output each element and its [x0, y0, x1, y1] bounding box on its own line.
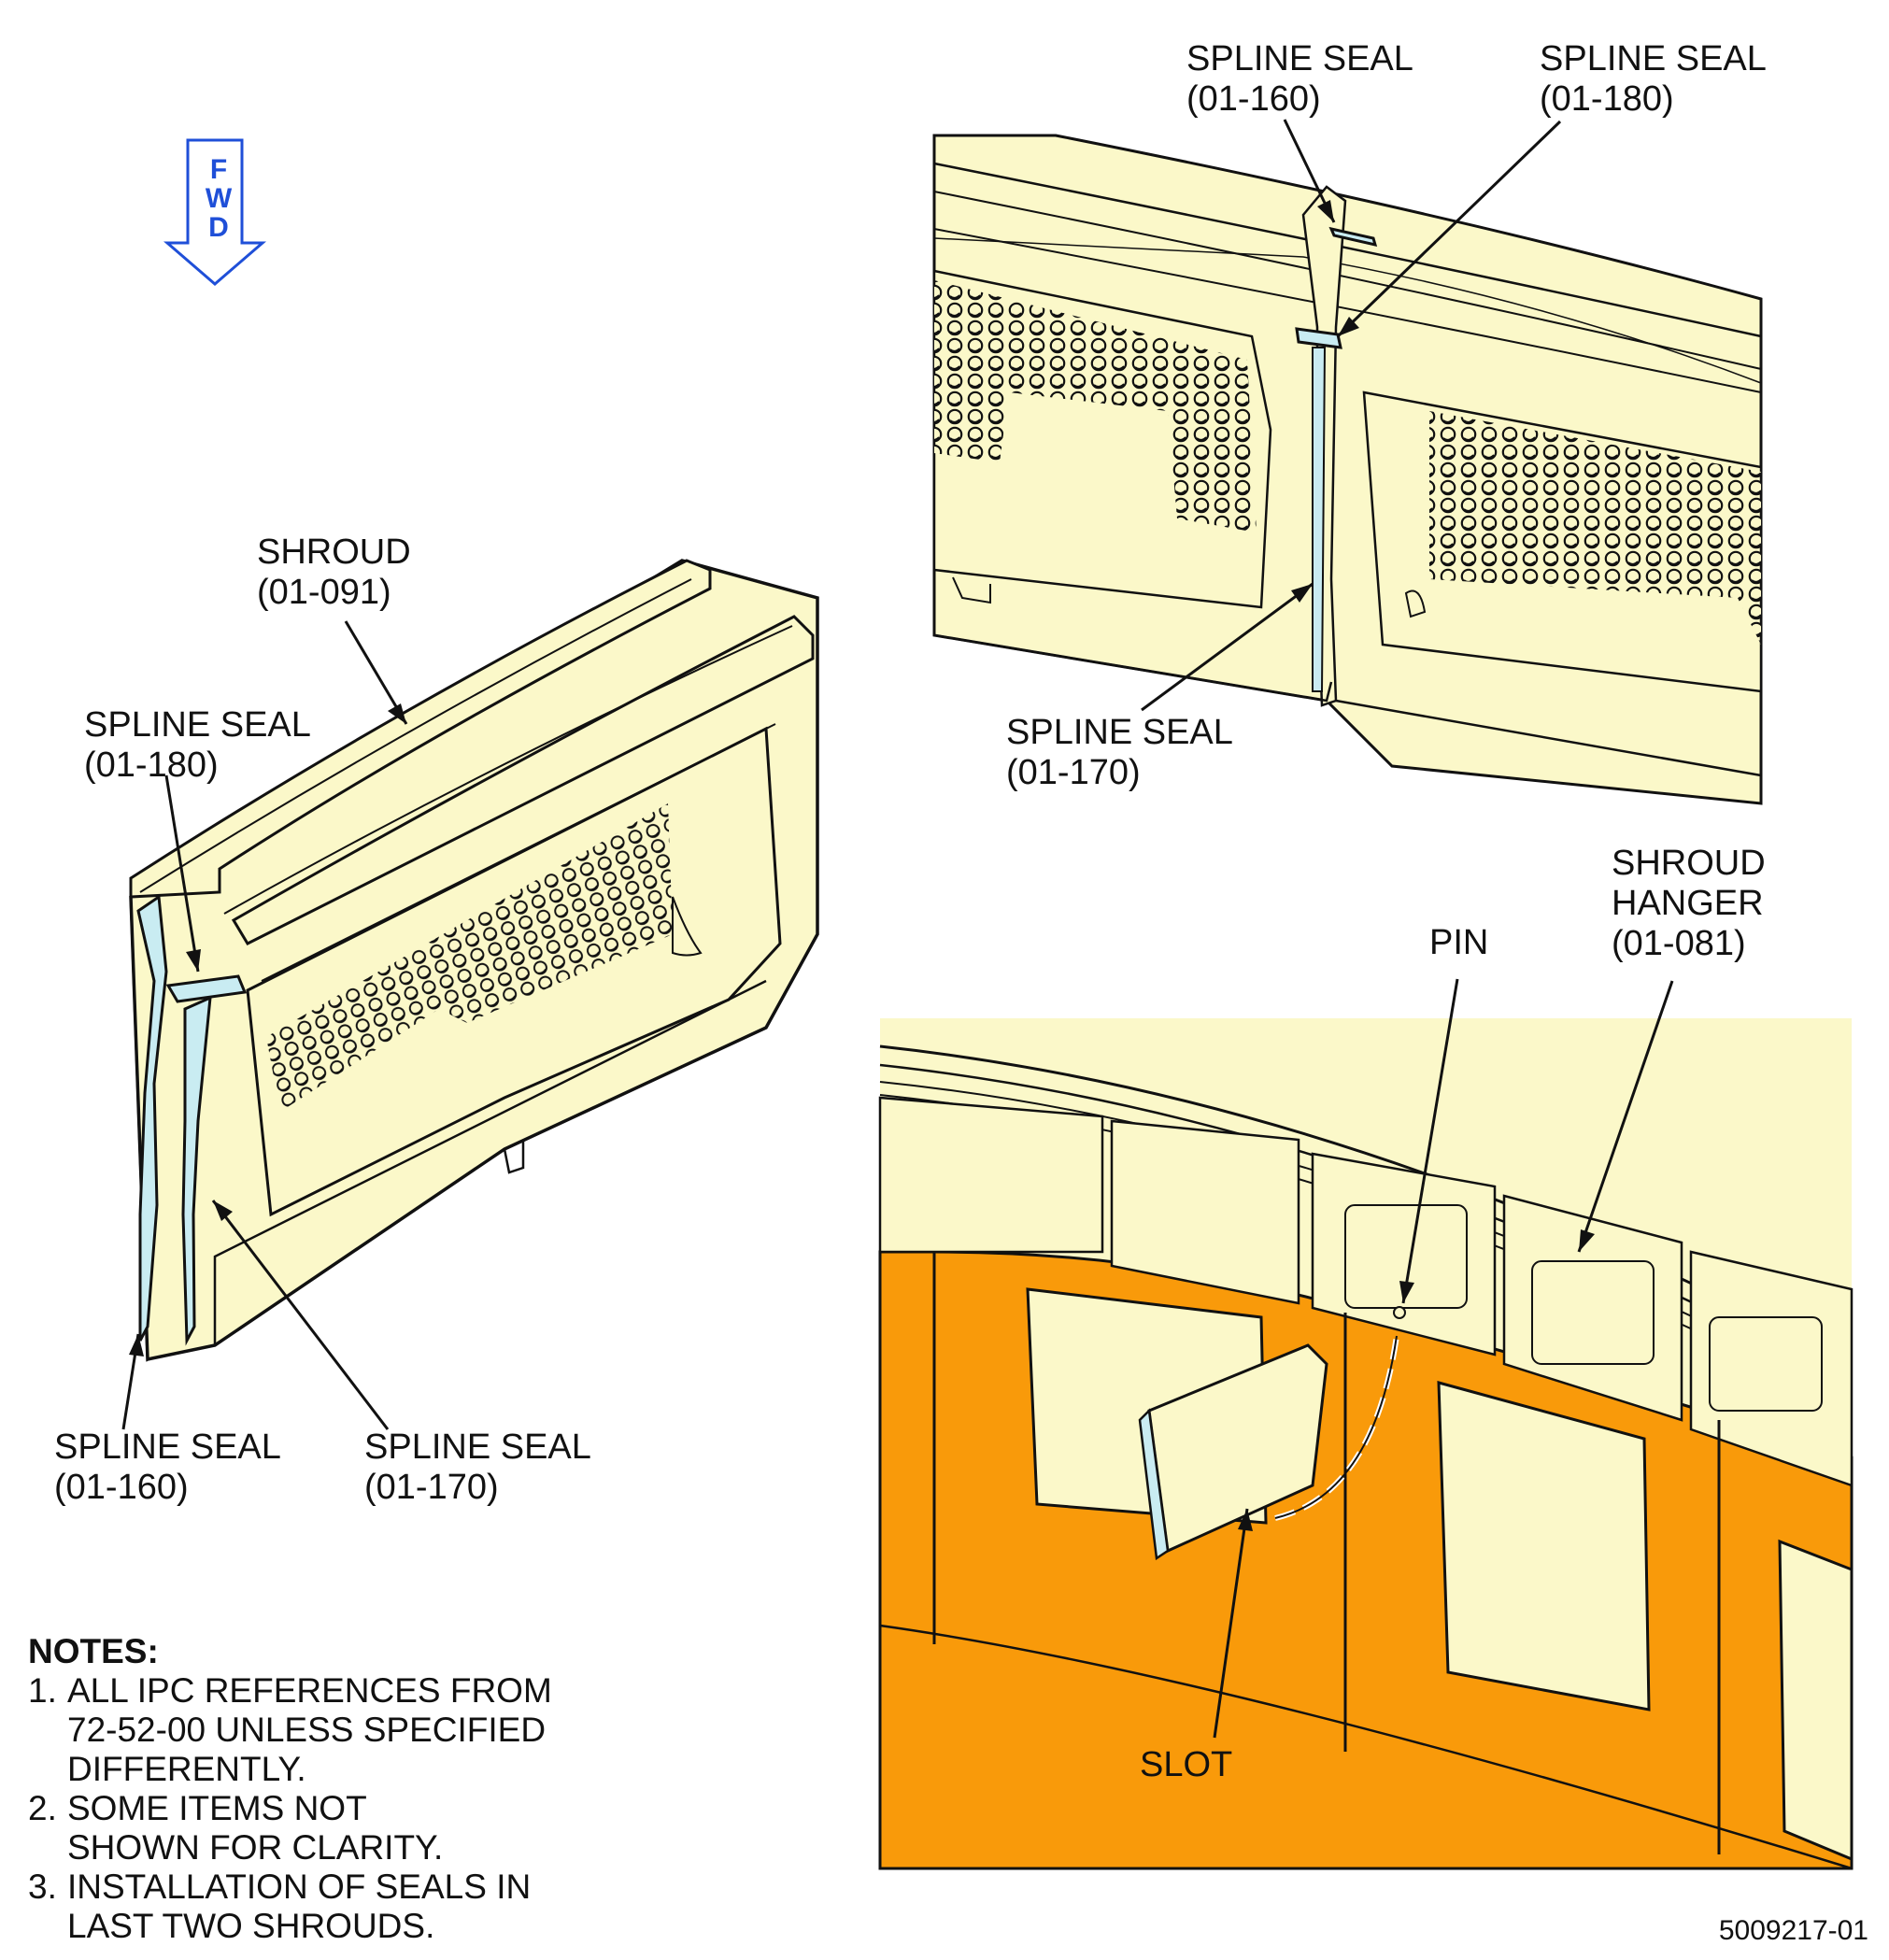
label-line: SPLINE SEAL — [364, 1427, 591, 1467]
fwd-letter-d: D — [208, 212, 229, 243]
note-item: 1. ALL IPC REFERENCES FROM 72-52-00 UNLE… — [28, 1671, 552, 1789]
label-line: (01-180) — [84, 746, 219, 785]
seal-01-170-left — [181, 995, 212, 1346]
note-text: ALL IPC REFERENCES FROM 72-52-00 UNLESS … — [67, 1671, 552, 1789]
bottom-right-hanger-view — [878, 978, 1853, 1870]
note-line: LAST TWO SHROUDS. — [67, 1907, 435, 1945]
label-line: (01-160) — [54, 1468, 189, 1507]
note-number: 1. — [28, 1671, 57, 1710]
label-spline-seal-01-180-top: SPLINE SEAL (01-180) — [1540, 39, 1767, 120]
label-line: SHROUD — [1612, 844, 1766, 883]
acoustic-hole-pattern-right — [1429, 411, 1761, 645]
fwd-letter-f: F — [209, 154, 228, 185]
note-number: 2. — [28, 1789, 57, 1827]
note-number: 3. — [28, 1868, 57, 1906]
label-line: (01-081) — [1612, 924, 1746, 963]
note-item: 2. SOME ITEMS NOT SHOWN FOR CLARITY. — [28, 1789, 552, 1868]
label-line: HANGER — [1612, 884, 1764, 923]
pin-icon — [1393, 1306, 1406, 1319]
label-line: (01-091) — [257, 573, 391, 612]
note-line: SOME ITEMS NOT — [67, 1789, 367, 1827]
down-arrow-icon — [163, 138, 267, 286]
label-slot: SLOT — [1140, 1745, 1232, 1785]
label-line: SPLINE SEAL — [54, 1427, 281, 1467]
note-line: DIFFERENTLY. — [67, 1750, 306, 1788]
label-line: SPLINE SEAL — [84, 705, 311, 745]
seal-01-160-top — [1328, 226, 1378, 248]
note-line: INSTALLATION OF SEALS IN — [67, 1868, 532, 1906]
forward-direction-arrow: F W D — [163, 138, 274, 288]
top-right-shroud-view — [932, 119, 1763, 805]
fwd-letter-w: W — [205, 183, 233, 214]
label-spline-seal-01-170-left: SPLINE SEAL (01-170) — [364, 1427, 591, 1508]
label-shroud-hanger-01-081: SHROUD HANGER (01-081) — [1612, 844, 1766, 964]
shroud-forward-rail — [129, 559, 712, 899]
label-line: SPLINE SEAL — [1540, 39, 1767, 78]
seal-01-160-left — [136, 894, 168, 1342]
fwd-letters: F W D — [163, 155, 274, 242]
note-item: 3. INSTALLATION OF SEALS IN LAST TWO SHR… — [28, 1868, 552, 1946]
note-line: SHOWN FOR CLARITY. — [67, 1828, 444, 1867]
label-pin: PIN — [1429, 923, 1488, 963]
seal-01-180-left — [165, 974, 248, 1003]
seal-01-180-top — [1295, 327, 1342, 349]
label-spline-seal-01-180-left: SPLINE SEAL (01-180) — [84, 705, 311, 786]
acoustic-hole-pattern — [266, 803, 673, 1112]
notes-block: NOTES: 1. ALL IPC REFERENCES FROM 72-52-… — [28, 1632, 552, 1946]
label-spline-seal-01-170-top: SPLINE SEAL (01-170) — [1006, 713, 1233, 793]
label-line: (01-180) — [1540, 79, 1674, 119]
label-line: SHROUD — [257, 533, 411, 572]
label-line: (01-170) — [1006, 753, 1141, 792]
label-shroud-01-091: SHROUD (01-091) — [257, 533, 411, 613]
label-line: SPLINE SEAL — [1006, 713, 1233, 752]
label-line: SLOT — [1140, 1745, 1233, 1784]
label-spline-seal-01-160-left: SPLINE SEAL (01-160) — [54, 1427, 281, 1508]
note-line: 72-52-00 UNLESS SPECIFIED — [67, 1711, 547, 1749]
note-text: SOME ITEMS NOT SHOWN FOR CLARITY. — [67, 1789, 443, 1868]
left-shroud-view — [121, 559, 819, 1430]
label-line: (01-170) — [364, 1468, 499, 1507]
label-line: PIN — [1429, 923, 1489, 962]
note-line: ALL IPC REFERENCES FROM — [67, 1671, 552, 1710]
acoustic-hole-pattern-left — [934, 280, 1257, 533]
seal-01-170-top — [1312, 347, 1327, 692]
label-spline-seal-01-160-top: SPLINE SEAL (01-160) — [1186, 39, 1413, 120]
label-line: (01-160) — [1186, 79, 1321, 119]
notes-title: NOTES: — [28, 1632, 159, 1670]
label-line: SPLINE SEAL — [1186, 39, 1413, 78]
shroud-aft-rail — [231, 615, 815, 945]
figure-number: 5009217-01 — [1718, 1915, 1868, 1946]
note-text: INSTALLATION OF SEALS IN LAST TWO SHROUD… — [67, 1868, 531, 1946]
